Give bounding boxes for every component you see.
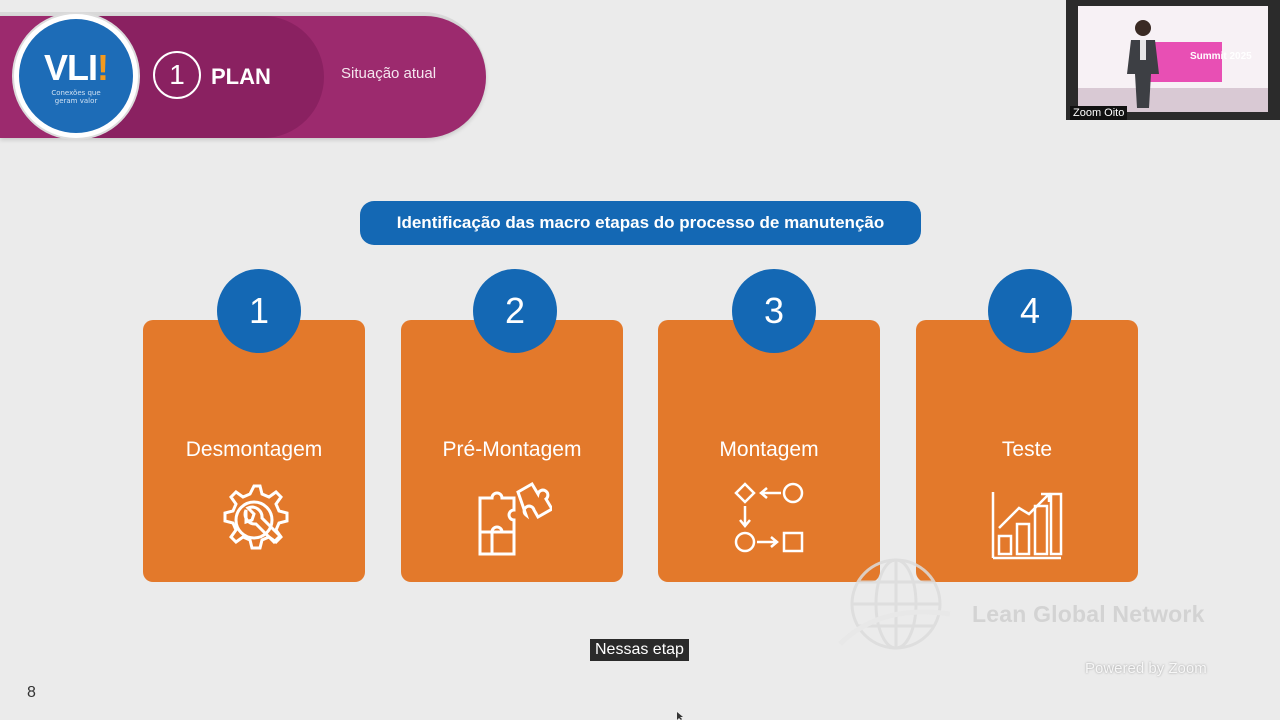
globe-icon: [838, 558, 951, 650]
speaker-video-thumbnail[interactable]: Summit 2025 Zoom Oito: [1066, 0, 1280, 120]
video-stage-text: Summit 2025: [1190, 51, 1252, 62]
step-card-2: Pré-Montagem: [401, 320, 623, 582]
slide-title: Identificação das macro etapas do proces…: [360, 201, 921, 245]
step-label: Teste: [1001, 438, 1053, 461]
watermark-text: Lean Global Network: [972, 601, 1205, 627]
video-participant-name: Zoom Oito: [1070, 106, 1128, 120]
vli-logo: VLI! Conexões que geram valor: [19, 19, 133, 133]
step-number-badge: 1: [217, 269, 301, 353]
speaker-figure-icon: [1127, 20, 1159, 108]
step-label: Montagem: [719, 438, 819, 461]
step-label: Desmontagem: [185, 438, 323, 461]
slide-page-number: 8: [27, 684, 36, 701]
powered-by-label: Powered by Zoom: [1085, 660, 1207, 677]
step-number-badge: 2: [473, 269, 557, 353]
mouse-cursor-icon: [677, 712, 683, 720]
logo-text: VLI: [43, 47, 98, 88]
step-label: Pré-Montagem: [442, 438, 582, 461]
section-label: Situação atual: [341, 65, 437, 82]
gear-wrench-icon: [223, 484, 289, 550]
step-card-4: Teste: [916, 320, 1138, 582]
live-caption: Nessas etap: [590, 639, 689, 661]
step-card-1: Desmontagem: [143, 320, 365, 582]
phase-number-badge: 1: [153, 51, 201, 99]
step-number-badge: 4: [988, 269, 1072, 353]
logo-tagline: Conexões que geram valor: [51, 89, 101, 105]
step-card-3: Montagem: [658, 320, 880, 582]
process-flow-icon: [734, 482, 804, 553]
phase-label: PLAN: [211, 64, 271, 89]
logo-wordmark: VLI!: [19, 47, 133, 89]
bar-chart-growth-icon: [991, 492, 1063, 560]
puzzle-icon: [478, 481, 552, 556]
step-number-badge: 3: [732, 269, 816, 353]
logo-dot: !: [97, 47, 109, 88]
